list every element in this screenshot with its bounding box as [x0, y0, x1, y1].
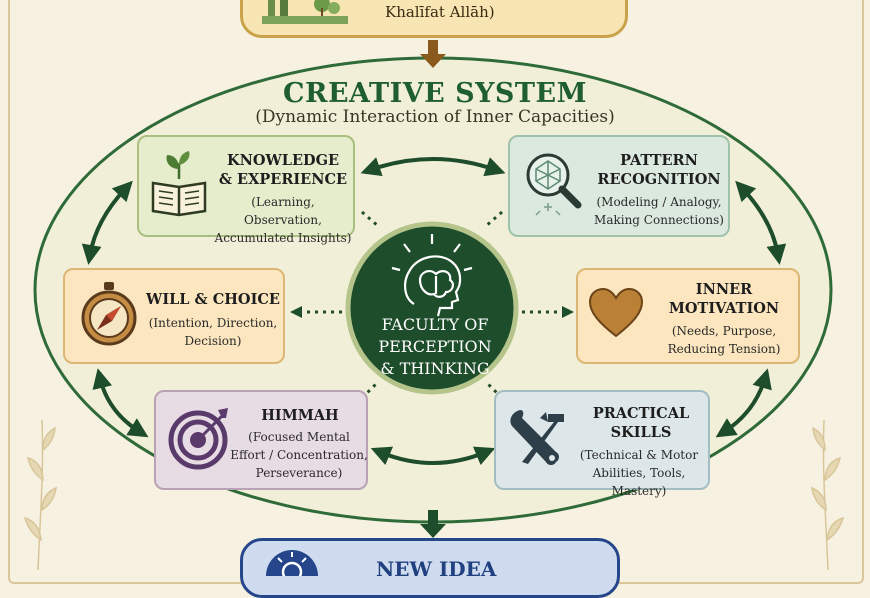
leaf-decoration-left	[23, 419, 57, 570]
card-will-choice: WILL & CHOICE (Intention, Direction, Dec…	[63, 268, 285, 364]
card-pattern-recognition: PATTERN RECOGNITION (Modeling / Analogy,…	[508, 135, 730, 237]
card-inner-motivation: INNER MOTIVATION (Needs, Purpose, Reduci…	[576, 268, 800, 364]
will-title: WILL & CHOICE	[146, 291, 280, 308]
skills-desc-line2: Abilities, Tools, Mastery)	[592, 466, 686, 498]
knowledge-desc-line1: (Learning, Observation,	[244, 195, 322, 227]
compass-icon	[81, 282, 137, 346]
pattern-desc-line1: (Modeling / Analogy,	[596, 195, 722, 209]
will-desc-line2: Decision)	[184, 334, 242, 348]
arrow-motivation-skills	[715, 368, 772, 438]
knowledge-title-line2: & EXPERIENCE	[218, 171, 348, 188]
arrow-pattern-motivation	[735, 180, 787, 265]
skills-desc-line1: (Technical & Motor	[579, 448, 699, 462]
will-desc-line1: (Intention, Direction,	[148, 316, 278, 330]
knowledge-desc-line2: Accumulated Insights)	[214, 231, 352, 245]
head-brain-icon	[391, 234, 473, 317]
pattern-title-line2: RECOGNITION	[597, 171, 721, 188]
landscape-illustration-icon	[262, 0, 348, 24]
motivation-title-line1: INNER	[695, 281, 753, 298]
heart-icon	[588, 288, 644, 338]
magnifier-network-icon	[526, 153, 582, 216]
motivation-title-line2: MOTIVATION	[668, 300, 780, 317]
himmah-desc-line3: Perseverance)	[255, 466, 343, 480]
arrow-down-bottom	[420, 510, 446, 538]
pattern-title-line1: PATTERN	[620, 152, 698, 169]
leaf-decoration-right	[811, 419, 845, 570]
arrow-himmah-skills	[370, 446, 496, 466]
target-icon	[168, 408, 228, 470]
skills-title-line2: SKILLS	[610, 424, 672, 441]
center-label-line1: FACULTY OF	[381, 315, 489, 334]
knowledge-title-line1: KNOWLEDGE	[226, 152, 340, 169]
card-knowledge-experience: KNOWLEDGE & EXPERIENCE (Learning, Observ…	[137, 135, 355, 245]
wrench-hammer-icon	[510, 410, 564, 465]
card-practical-skills: PRACTICAL SKILLS (Technical & Motor Abil…	[494, 390, 710, 498]
pattern-desc-line2: Making Connections)	[594, 213, 724, 227]
himmah-desc-line2: Effort / Concentration,	[230, 448, 368, 462]
top-box-subtitle: Khalīfat Allāh)	[385, 3, 495, 21]
dotted-link-knowledge	[361, 210, 379, 228]
arrow-knowledge-will	[81, 180, 133, 265]
center-circle	[345, 221, 519, 395]
arrow-will-himmah	[92, 368, 149, 438]
creative-system-title: CREATIVE SYSTEM	[283, 78, 587, 109]
center-label-line2: PERCEPTION	[378, 337, 492, 356]
motivation-desc-line2: Reducing Tension)	[667, 342, 781, 356]
new-idea-title: NEW IDEA	[376, 557, 497, 581]
lightbulb-icon	[266, 550, 318, 576]
motivation-desc-line1: (Needs, Purpose,	[671, 324, 777, 338]
card-himmah: HIMMAH (Focused Mental Effort / Concentr…	[154, 390, 368, 490]
himmah-desc-line1: (Focused Mental	[248, 430, 350, 444]
center-label-line3: & THINKING	[380, 359, 490, 378]
arrow-knowledge-pattern	[360, 157, 506, 177]
himmah-title: HIMMAH	[261, 407, 339, 424]
dotted-link-pattern	[485, 210, 503, 228]
dotted-link-skills	[484, 380, 504, 400]
dotted-link-himmah	[360, 380, 380, 400]
center-label: FACULTY OF PERCEPTION & THINKING	[355, 314, 515, 380]
skills-title-line1: PRACTICAL	[592, 405, 690, 422]
book-plant-icon	[151, 151, 207, 217]
creative-system-subtitle: (Dynamic Interaction of Inner Capacities…	[255, 107, 615, 127]
arrow-down-top	[420, 40, 446, 68]
